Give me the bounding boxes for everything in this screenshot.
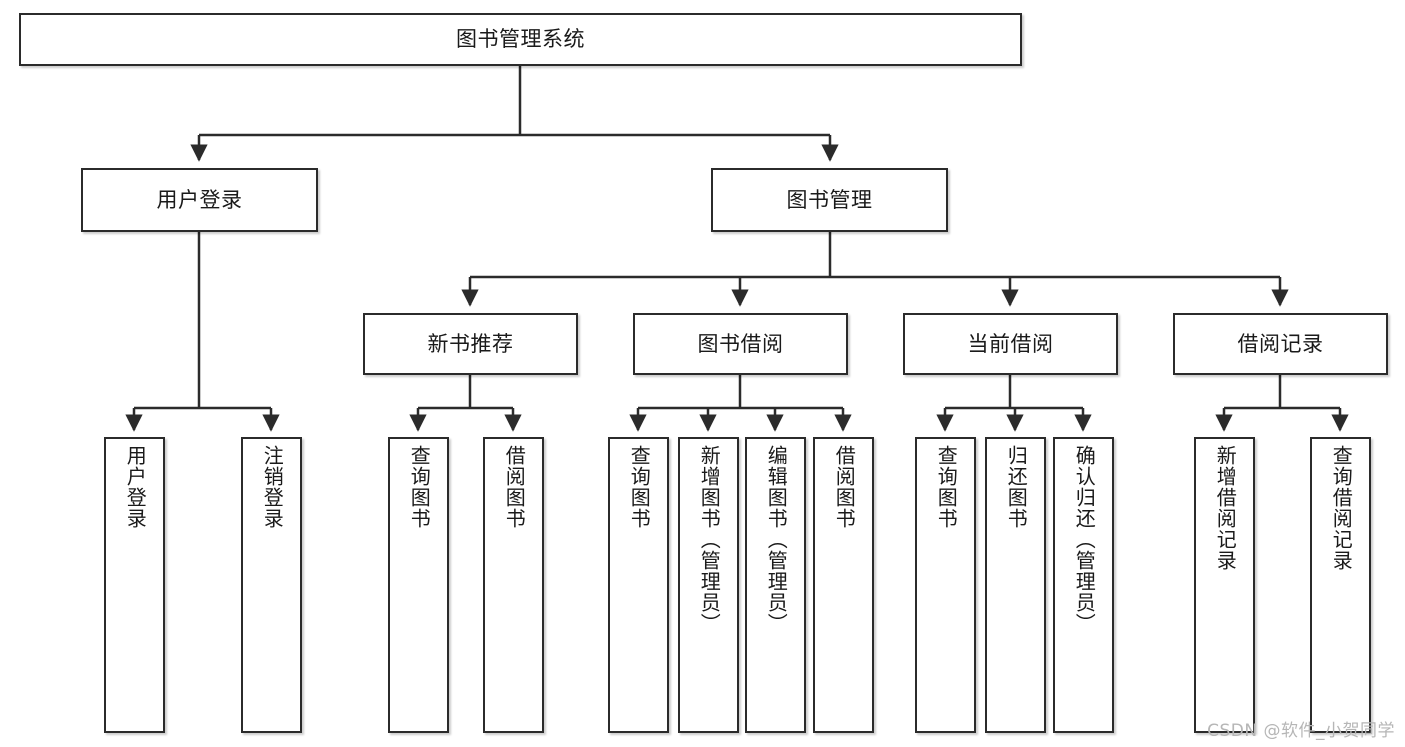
leaf-borrow-book-2-label: 借阅图书 <box>832 445 857 529</box>
leaf-query-book-3[interactable]: 查询图书 <box>915 437 976 733</box>
leaf-add-record-label: 新增借阅记录 <box>1213 445 1238 571</box>
leaf-borrow-book-1[interactable]: 借阅图书 <box>483 437 544 733</box>
node-borrow-record[interactable]: 借阅记录 <box>1173 313 1388 375</box>
node-user-login[interactable]: 用户登录 <box>81 168 318 232</box>
leaf-query-book-1-label: 查询图书 <box>407 445 432 529</box>
leaf-return-book-label: 归还图书 <box>1004 445 1029 529</box>
leaf-borrow-book-2[interactable]: 借阅图书 <box>813 437 874 733</box>
leaf-user-logout[interactable]: 注销登录 <box>241 437 302 733</box>
leaf-user-login[interactable]: 用户登录 <box>104 437 165 733</box>
node-new-book-rec-label: 新书推荐 <box>427 331 514 356</box>
leaf-add-book-label: 新增图书（管理员） <box>697 445 722 634</box>
leaf-user-login-label: 用户登录 <box>123 445 148 529</box>
leaf-edit-book-label: 编辑图书（管理员） <box>764 445 789 634</box>
leaf-user-logout-label: 注销登录 <box>260 445 285 529</box>
node-book-manage[interactable]: 图书管理 <box>711 168 948 232</box>
node-root[interactable]: 图书管理系统 <box>19 13 1022 66</box>
node-book-manage-label: 图书管理 <box>786 187 873 212</box>
leaf-borrow-book-1-label: 借阅图书 <box>502 445 527 529</box>
node-root-label: 图书管理系统 <box>456 27 585 52</box>
leaf-query-book-2[interactable]: 查询图书 <box>608 437 669 733</box>
node-borrow-record-label: 借阅记录 <box>1237 331 1324 356</box>
leaf-confirm-return-label: 确认归还（管理员） <box>1072 445 1097 634</box>
node-new-book-rec[interactable]: 新书推荐 <box>363 313 578 375</box>
leaf-add-record[interactable]: 新增借阅记录 <box>1194 437 1255 733</box>
node-current-borrow-label: 当前借阅 <box>967 331 1054 356</box>
node-user-login-label: 用户登录 <box>156 187 243 212</box>
leaf-query-book-1[interactable]: 查询图书 <box>388 437 449 733</box>
leaf-query-book-2-label: 查询图书 <box>627 445 652 529</box>
leaf-query-record-label: 查询借阅记录 <box>1329 445 1354 571</box>
leaf-edit-book[interactable]: 编辑图书（管理员） <box>745 437 806 733</box>
leaf-return-book[interactable]: 归还图书 <box>985 437 1046 733</box>
leaf-confirm-return[interactable]: 确认归还（管理员） <box>1053 437 1114 733</box>
leaf-query-record[interactable]: 查询借阅记录 <box>1310 437 1371 733</box>
node-book-borrow[interactable]: 图书借阅 <box>633 313 848 375</box>
watermark-text: CSDN @软件_小贺同学 <box>1207 721 1395 741</box>
node-current-borrow[interactable]: 当前借阅 <box>903 313 1118 375</box>
leaf-query-book-3-label: 查询图书 <box>934 445 959 529</box>
leaf-add-book[interactable]: 新增图书（管理员） <box>678 437 739 733</box>
node-book-borrow-label: 图书借阅 <box>697 331 784 356</box>
